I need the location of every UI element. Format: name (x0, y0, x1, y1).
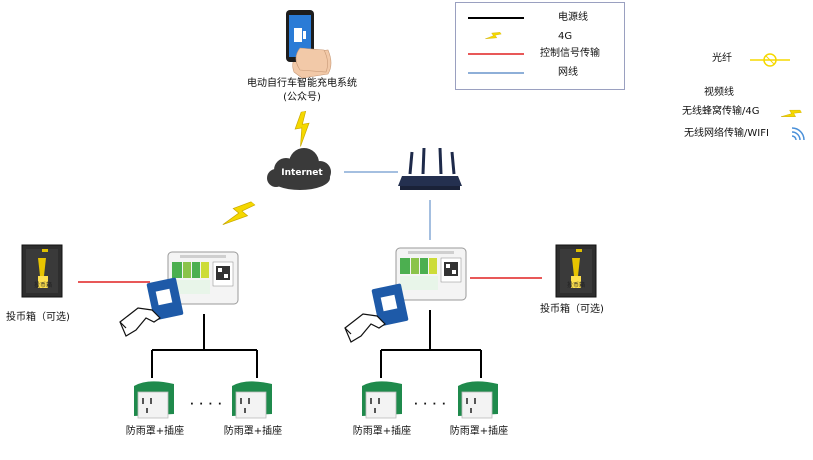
outlet-1-label: 防雨罩+插座 (125, 426, 185, 437)
hand-card-right-icon (344, 283, 409, 343)
lightning-4g-left-icon (220, 195, 257, 234)
coin-box-left-icon (21, 244, 63, 298)
legend-control-label: 控制信号传输 (540, 48, 600, 59)
phone-icon (286, 10, 332, 79)
coin-box-right-screen-text: 投币箱 (567, 281, 585, 289)
system-name: 电动自行车智能充电系统 (247, 78, 357, 89)
legend-network-label: 网线 (558, 67, 578, 78)
outlet-1-icon (134, 381, 174, 419)
outlet-3-label: 防雨罩+插座 (352, 426, 412, 437)
coin-box-left-label: 投币箱（可选) (6, 312, 70, 323)
controller-left-icon (167, 251, 239, 305)
legend-4g-label: 4G (558, 31, 573, 42)
side-legend-cellular: 无线蜂窝传输/4G (682, 106, 760, 117)
side-legend-fiber: 光纤 (712, 53, 732, 64)
wifi-icon (791, 127, 805, 141)
legend-power-label: 电源线 (558, 12, 588, 23)
legend-4g-icon (484, 28, 502, 44)
side-legend-wifi: 无线网络传输/WIFI (684, 128, 769, 139)
lightning-4g-phone-icon (291, 110, 314, 148)
cellular-icon (780, 105, 803, 124)
legend-box (455, 2, 625, 90)
outlet-4-label: 防雨罩+插座 (449, 426, 509, 437)
system-sub: (公众号) (283, 92, 321, 103)
outlet-3-icon (362, 381, 402, 419)
outlet-2-icon (232, 381, 272, 419)
fiber-icon (750, 53, 790, 67)
outlet-dots-left: · · · · (190, 399, 223, 410)
coin-box-right-icon (555, 244, 597, 298)
internet-cloud-icon (267, 148, 331, 190)
outlet-4-icon (458, 381, 498, 419)
power-tree-right (380, 310, 482, 378)
outlet-2-label: 防雨罩+插座 (223, 426, 283, 437)
router-icon (398, 147, 462, 190)
coin-box-right-label: 投币箱（可选) (540, 304, 604, 315)
hand-card-left-icon (119, 277, 184, 337)
outlet-dots-right: · · · · (414, 399, 447, 410)
internet-label: Internet (281, 168, 323, 178)
power-tree-left (151, 314, 258, 378)
coin-box-left-screen-text: 投币箱 (34, 281, 52, 289)
controller-right-icon (395, 247, 467, 301)
side-legend-video: 视频线 (704, 87, 734, 98)
